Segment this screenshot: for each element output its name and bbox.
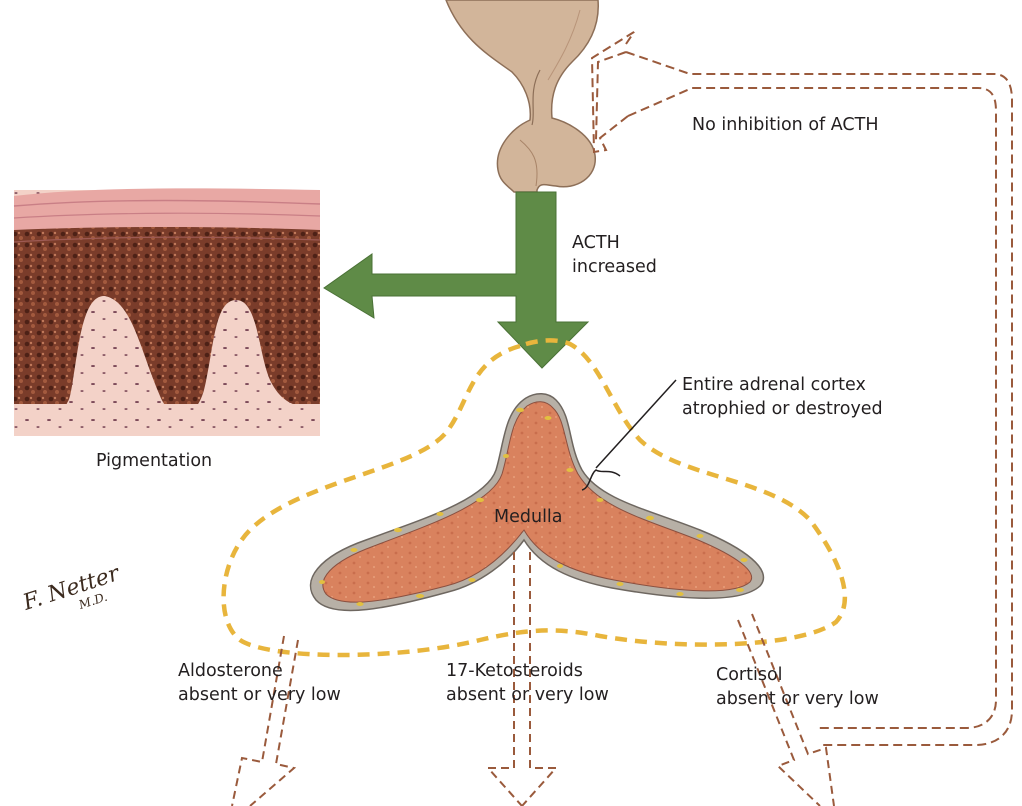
cortisol-label-line1: Cortisol	[716, 665, 783, 685]
skin-pigmentation-illustration	[14, 188, 320, 436]
svg-text:F. Netter: F. Netter	[19, 561, 124, 616]
aldosterone-label-line1: Aldosterone	[178, 661, 283, 681]
artist-signature: F. Netter M.D.	[19, 561, 128, 629]
cortisol-label-line2: absent or very low	[716, 689, 879, 709]
ketosteroids-label-line1: 17-Ketosteroids	[446, 661, 583, 681]
cortex-leader-line	[582, 380, 676, 490]
pigmentation-label: Pigmentation	[96, 451, 212, 471]
ketosteroids-label-line2: absent or very low	[446, 685, 609, 705]
adrenal-gland-illustration	[311, 394, 764, 611]
acth-label-line1: ACTH	[572, 233, 620, 253]
aldosterone-label-line2: absent or very low	[178, 685, 341, 705]
no-inhibition-label: No inhibition of ACTH	[692, 115, 878, 135]
pituitary-gland-illustration	[446, 0, 598, 192]
acth-label-line2: increased	[572, 257, 657, 277]
medulla-label: Medulla	[494, 507, 563, 527]
cortisol-arrow	[738, 614, 834, 806]
cortex-label-line2: atrophied or destroyed	[682, 399, 883, 419]
cortex-label-line1: Entire adrenal cortex	[682, 375, 866, 395]
